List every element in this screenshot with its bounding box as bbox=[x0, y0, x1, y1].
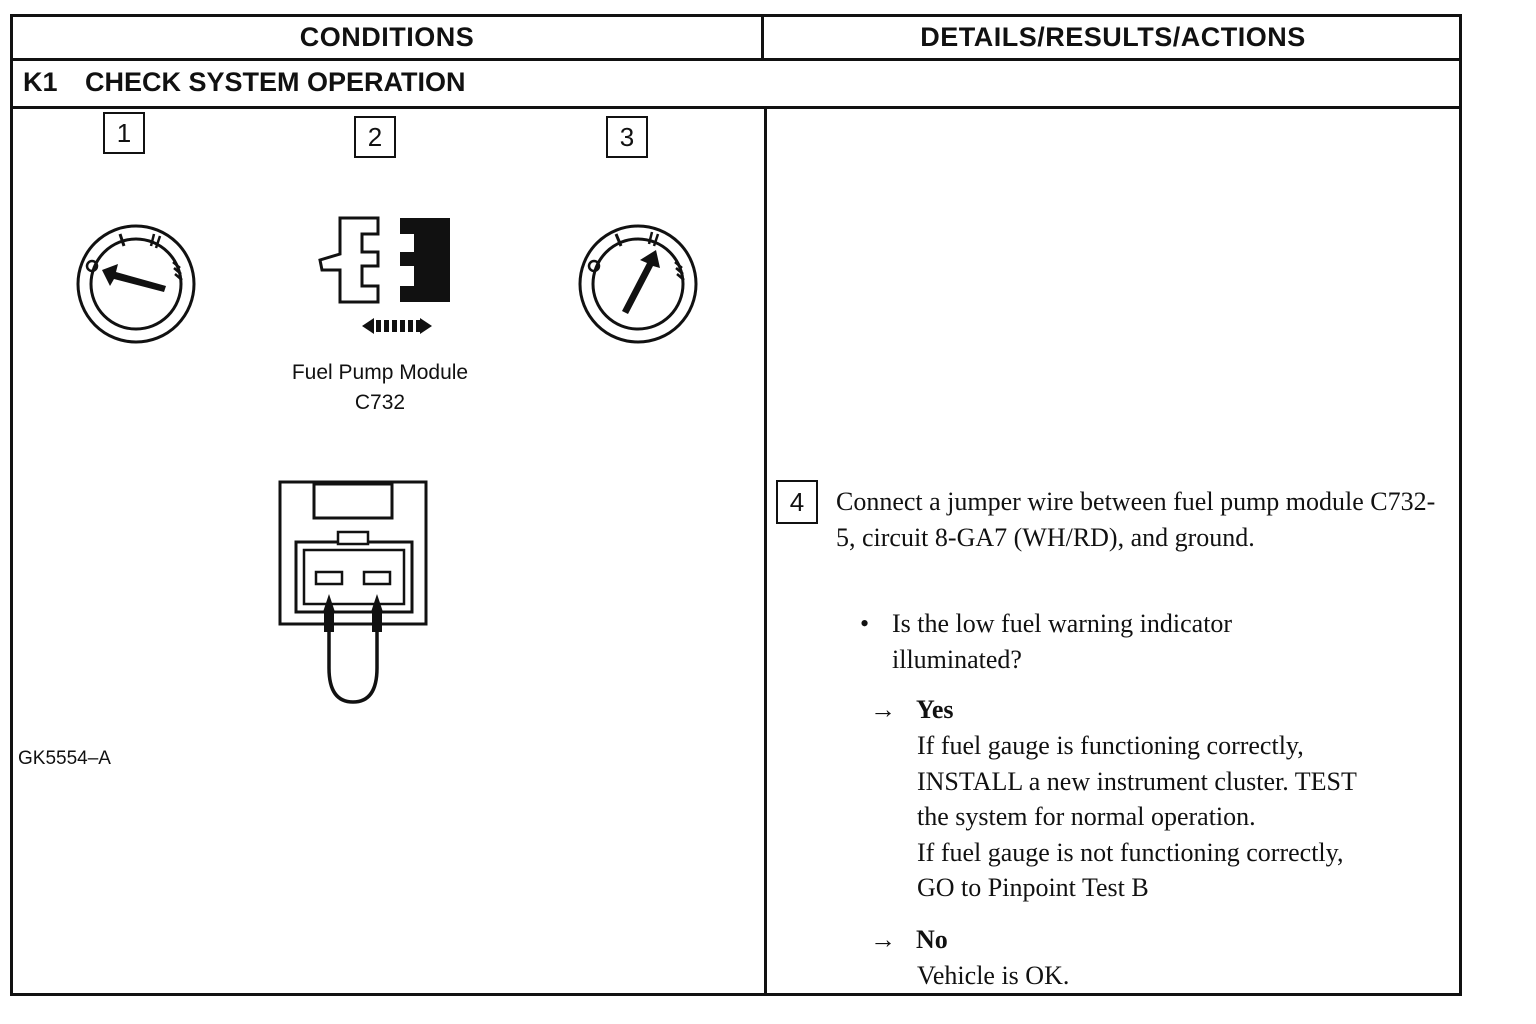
yes-heading: → Yes bbox=[870, 692, 954, 728]
details-header: DETAILS/RESULTS/ACTIONS bbox=[920, 22, 1306, 52]
ignition-switch-off-icon bbox=[76, 224, 196, 344]
yes-line: INSTALL a new instrument cluster. TEST bbox=[917, 766, 1357, 796]
instruction-text: Connect a jumper wire between fuel pump … bbox=[836, 487, 1436, 552]
condition-number-1: 1 bbox=[103, 112, 145, 154]
connector-disconnect-icon bbox=[318, 216, 450, 334]
yes-detail: If fuel gauge is functioning correctly, … bbox=[917, 728, 1477, 906]
step-id: K1 bbox=[23, 67, 58, 97]
question-text: Is the low fuel warning indicator illumi… bbox=[892, 609, 1233, 674]
no-label: No bbox=[916, 925, 948, 954]
step-title: CHECK SYSTEM OPERATION bbox=[85, 67, 466, 97]
connector-caption-name: Fuel Pump Module bbox=[291, 361, 469, 384]
conditions-header: CONDITIONS bbox=[13, 17, 764, 58]
right-arrow-icon: → bbox=[870, 925, 896, 954]
no-heading: → No bbox=[870, 922, 948, 958]
yes-line: If fuel gauge is not functioning correct… bbox=[917, 837, 1344, 867]
yes-line: If fuel gauge is functioning correctly, bbox=[917, 731, 1304, 760]
condition-number-3: 3 bbox=[606, 116, 648, 158]
connector-caption: Fuel Pump Module C732 bbox=[240, 358, 520, 418]
yes-line: the system for normal operation. bbox=[917, 802, 1256, 831]
diagnostic-table: CONDITIONS DETAILS/RESULTS/ACTIONS K1 CH… bbox=[10, 14, 1462, 996]
connector-caption-code: C732 bbox=[354, 391, 406, 414]
bullet-dot: • bbox=[860, 609, 870, 638]
step-number-4: 4 bbox=[776, 480, 818, 524]
yes-label: Yes bbox=[916, 695, 954, 724]
condition-number-2: 2 bbox=[354, 116, 396, 158]
yes-line: GO to Pinpoint Test B bbox=[917, 873, 1149, 902]
right-arrow-icon: → bbox=[870, 695, 896, 724]
ignition-switch-run-icon bbox=[578, 224, 698, 344]
column-divider bbox=[764, 109, 767, 996]
table-header-row: CONDITIONS DETAILS/RESULTS/ACTIONS bbox=[13, 17, 1459, 61]
figure-id: GK5554–A bbox=[18, 748, 111, 769]
step-title-row: K1 CHECK SYSTEM OPERATION bbox=[13, 61, 1459, 109]
no-line: Vehicle is OK. bbox=[917, 961, 1070, 990]
no-detail: Vehicle is OK. bbox=[917, 958, 1477, 994]
jumper-wire-connector-icon bbox=[278, 480, 428, 704]
